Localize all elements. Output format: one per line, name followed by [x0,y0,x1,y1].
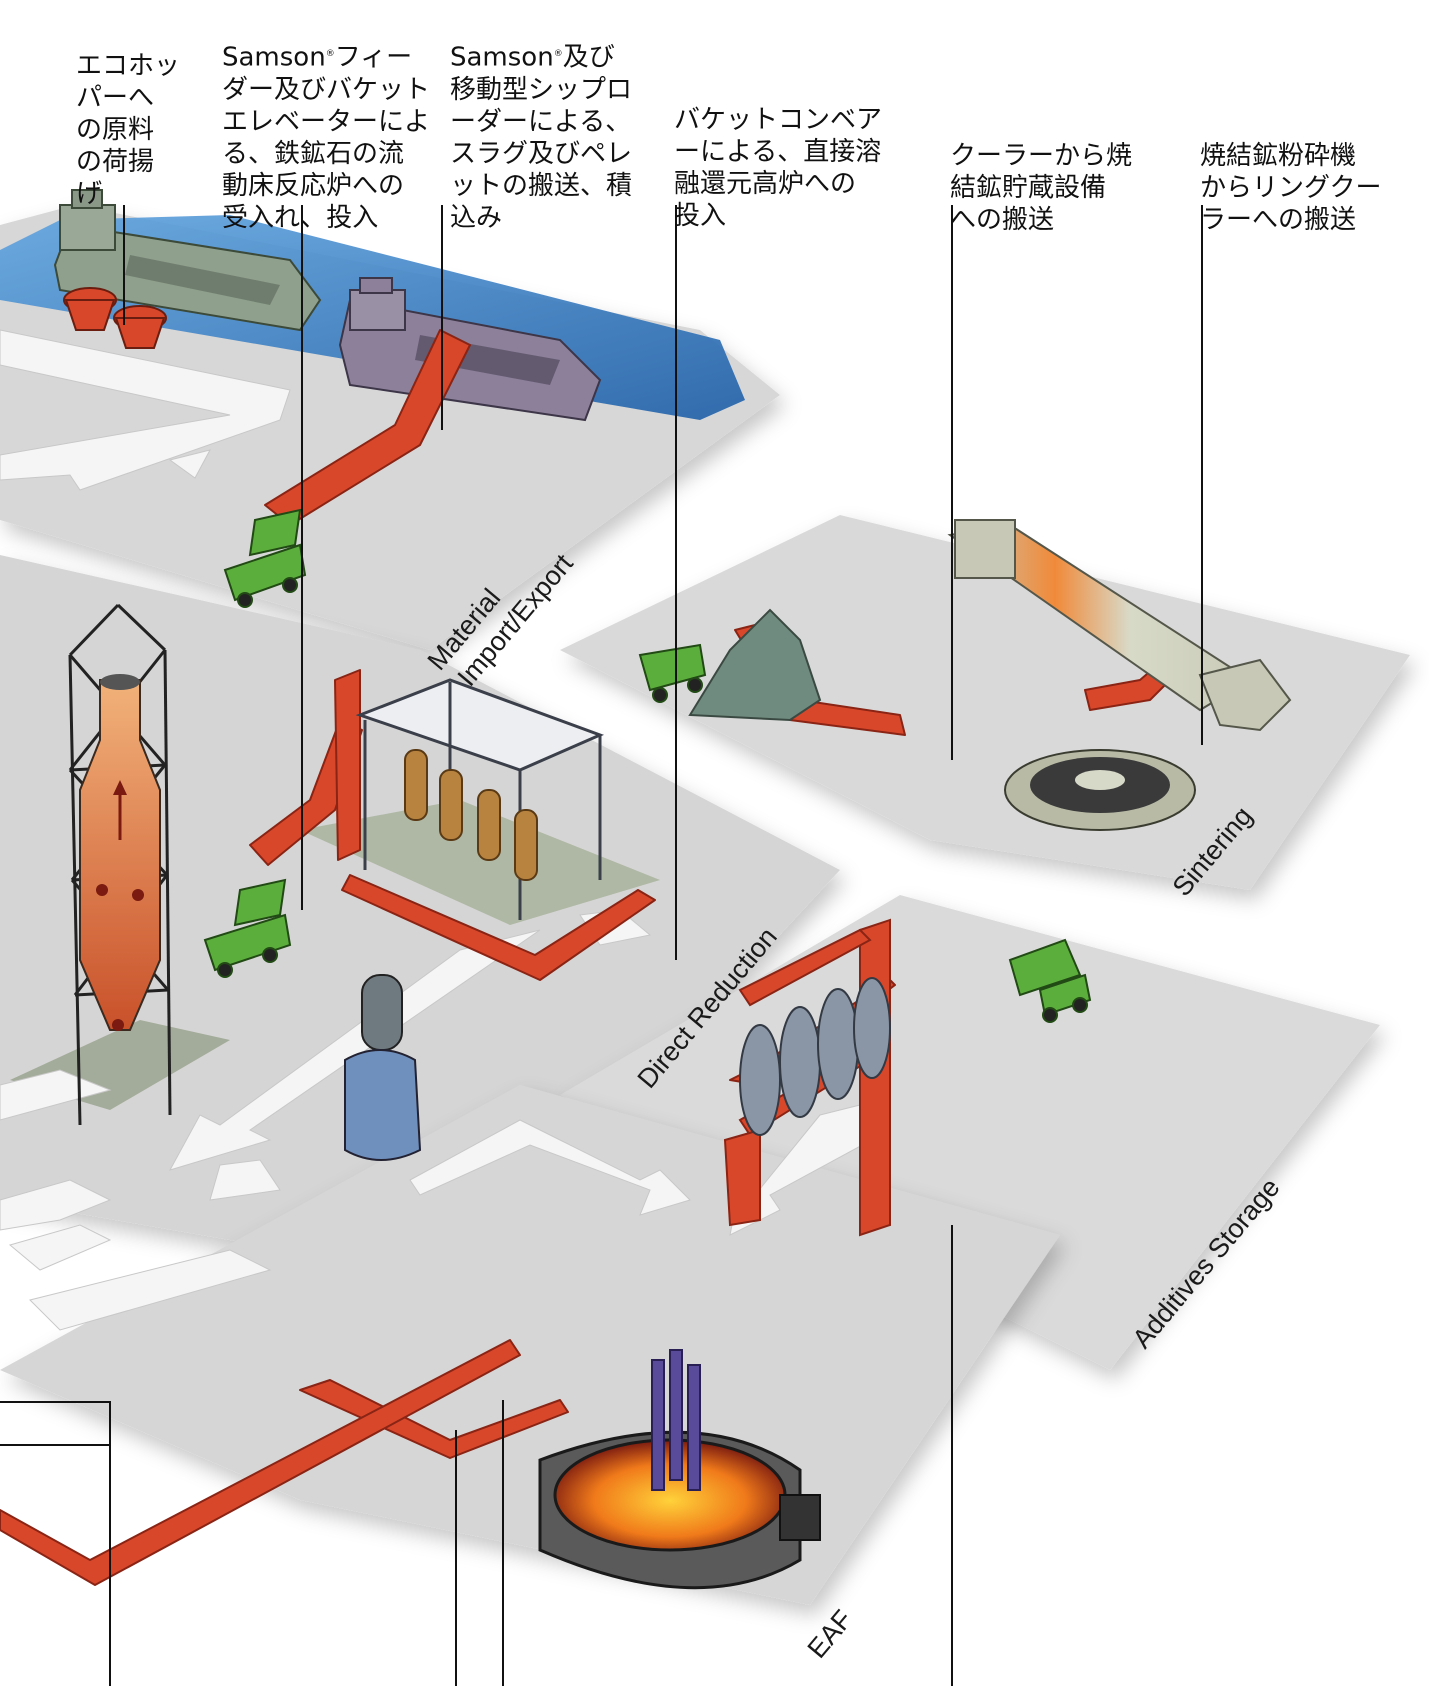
callout-cooler-text: クーラーから焼 結鉱貯蔵設備 への搬送 [950,141,1133,235]
flow-arrows [0,329,891,1331]
sinter-kiln [947,519,1292,732]
truck-import [223,508,307,608]
callout-bucket-conveyor-text: バケットコンベア ーによる、直接溶 融還元高炉への 投入 [674,105,883,231]
callout-sinter-crusher: 焼結鉱粉砕機 からリングクー ラーへの搬送 [1200,108,1381,236]
callout-samson-shiploader: Samson®及び 移動型シップロ ーダーによる、 スラグ及びペレ ットの搬送、… [450,6,632,234]
platform-additives-storage [560,895,1380,1370]
ring-cooler [1004,749,1196,831]
additives-silos [739,977,891,1136]
reactor-tower [68,603,172,1126]
callout-eco-hopper: エコホッ パーへ の原料 の荷揚 げ [76,18,180,210]
truck-sinter [638,643,707,703]
truck-dr [203,878,292,978]
ladle [344,974,422,1161]
eco-hoppers [63,287,167,349]
callout-samson-feeder: Samson®フィー ダー及びバケット エレベーターによ る、鉄鉱石の流 動床反… [222,6,430,234]
leader-lines [0,205,1203,1686]
callout-cooler: クーラーから焼 結鉱貯蔵設備 への搬送 [950,108,1132,236]
eaf-furnace [538,1349,821,1590]
dr-cyclones [404,749,538,881]
callout-sinter-crusher-text: 焼結鉱粉砕機 からリングクー ラーへの搬送 [1200,141,1382,235]
registered-mark: ® [325,49,335,59]
callout-eco-hopper-text: エコホッ パーへ の原料 の荷揚 げ [76,51,181,209]
callout-samson-feeder-text: フィー ダー及びバケット エレベーターによ る、鉄鉱石の流 動床反応炉への 受入… [222,42,431,233]
truck-additives [1008,938,1092,1023]
dr-reactor-frame [355,678,605,920]
callout-samson-feeder-brand: Samson [222,42,326,73]
ship-left [53,189,322,332]
zone-label-eaf: EAF [802,1604,859,1664]
callout-samson-shiploader-brand: Samson [450,42,554,73]
registered-mark: ® [553,49,563,59]
callout-samson-shiploader-text: 及び 移動型シップロ ーダーによる、 スラグ及びペレ ットの搬送、積 込み [450,42,633,233]
ore-pile [688,608,822,722]
callout-bucket-conveyor: バケットコンベア ーによる、直接溶 融還元高炉への 投入 [674,72,882,232]
platform-sintering [560,515,1410,890]
